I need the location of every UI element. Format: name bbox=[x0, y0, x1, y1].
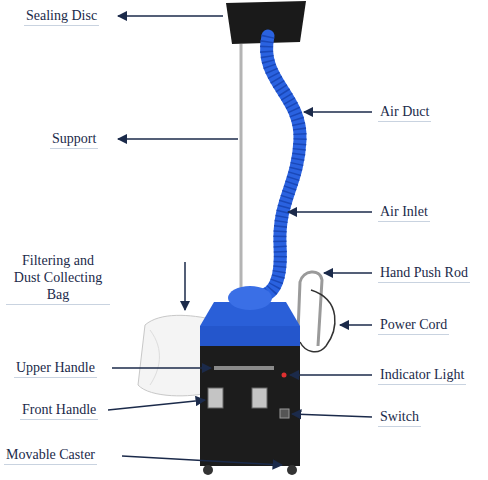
leader-line bbox=[288, 211, 372, 213]
part-label: Upper Handle bbox=[14, 359, 97, 378]
leader-line bbox=[184, 262, 186, 310]
power-cord bbox=[300, 290, 335, 352]
part-label: Air Duct bbox=[378, 103, 431, 122]
leader-line bbox=[324, 272, 372, 274]
leader-line bbox=[122, 456, 282, 465]
part-label: Movable Caster bbox=[4, 446, 97, 465]
leader-line bbox=[290, 374, 372, 376]
part-label: Front Handle bbox=[20, 401, 98, 420]
part-label: Hand Push Rod bbox=[378, 264, 470, 283]
leader-line bbox=[118, 15, 223, 17]
leader-line bbox=[108, 400, 205, 410]
support-pole bbox=[240, 44, 243, 302]
leader-line bbox=[118, 138, 238, 140]
upper-handle bbox=[214, 366, 274, 370]
indicator-light bbox=[282, 373, 287, 378]
part-label: Air Inlet bbox=[378, 203, 430, 222]
part-label: Support bbox=[50, 130, 98, 149]
part-label: Filtering and Dust Collecting Bag bbox=[6, 252, 110, 305]
push-rod bbox=[298, 272, 322, 346]
front-handle bbox=[208, 388, 223, 408]
duct-ribs bbox=[258, 36, 300, 296]
leader-line bbox=[304, 111, 372, 113]
leader-lines bbox=[108, 16, 372, 465]
part-label: Power Cord bbox=[378, 316, 449, 335]
air-inlet bbox=[228, 286, 272, 310]
caster bbox=[287, 465, 297, 475]
caster bbox=[203, 465, 213, 475]
body bbox=[200, 346, 300, 466]
leader-line bbox=[292, 414, 372, 417]
body-lid bbox=[200, 326, 300, 346]
leader-line bbox=[340, 324, 372, 326]
part-label: Indicator Light bbox=[378, 366, 466, 385]
part-label: Sealing Disc bbox=[24, 7, 99, 26]
leader-line bbox=[112, 367, 211, 369]
front-handle bbox=[252, 388, 267, 408]
switch bbox=[280, 409, 289, 418]
air-duct bbox=[258, 36, 300, 296]
bag-fold bbox=[150, 330, 159, 385]
part-label: Switch bbox=[378, 408, 421, 427]
